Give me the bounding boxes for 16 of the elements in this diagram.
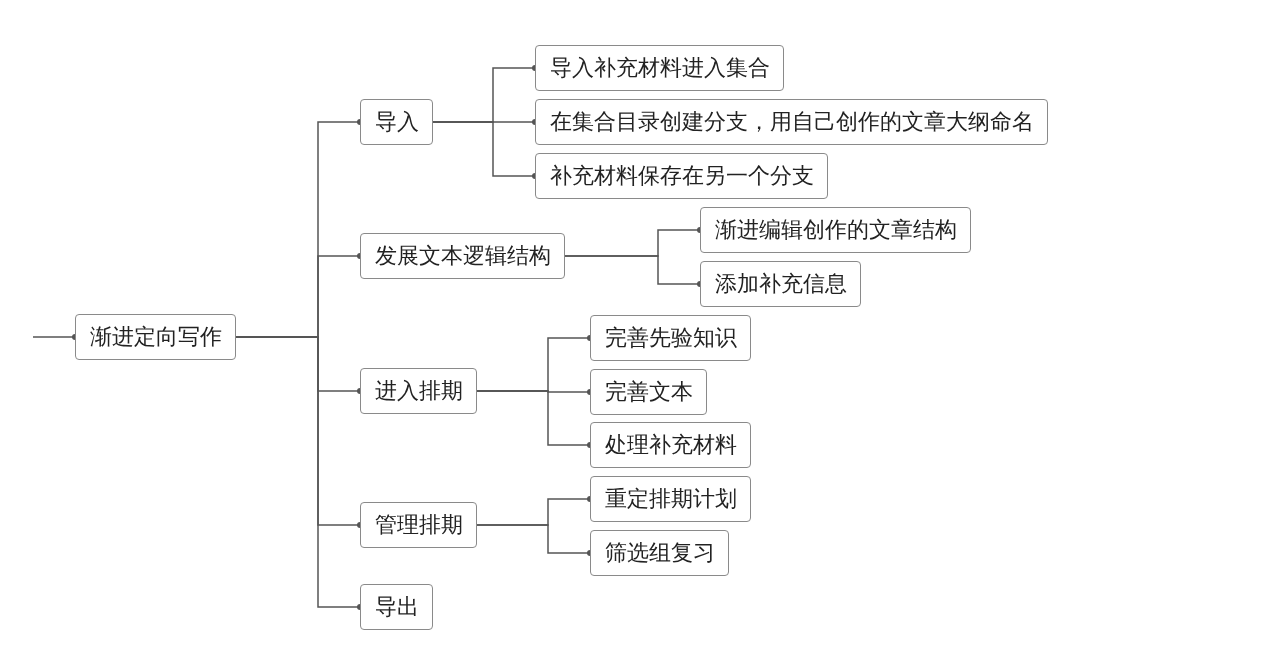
topic-box: 完善文本 bbox=[590, 369, 707, 415]
topic-box: 进入排期 bbox=[360, 368, 477, 414]
topic-box: 渐进编辑创作的文章结构 bbox=[700, 207, 971, 253]
topic-box: 发展文本逻辑结构 bbox=[360, 233, 565, 279]
topic-box: 渐进定向写作 bbox=[75, 314, 236, 360]
topic-box: 管理排期 bbox=[360, 502, 477, 548]
topic-box: 处理补充材料 bbox=[590, 422, 751, 468]
topic-box: 导出 bbox=[360, 584, 433, 630]
topic-box: 筛选组复习 bbox=[590, 530, 729, 576]
topic-box: 重定排期计划 bbox=[590, 476, 751, 522]
topic-box: 完善先验知识 bbox=[590, 315, 751, 361]
topic-box: 补充材料保存在另一个分支 bbox=[535, 153, 828, 199]
topic-box: 添加补充信息 bbox=[700, 261, 861, 307]
topic-box: 导入 bbox=[360, 99, 433, 145]
topic-box: 在集合目录创建分支，用自己创作的文章大纲命名 bbox=[535, 99, 1048, 145]
topic-box: 导入补充材料进入集合 bbox=[535, 45, 784, 91]
